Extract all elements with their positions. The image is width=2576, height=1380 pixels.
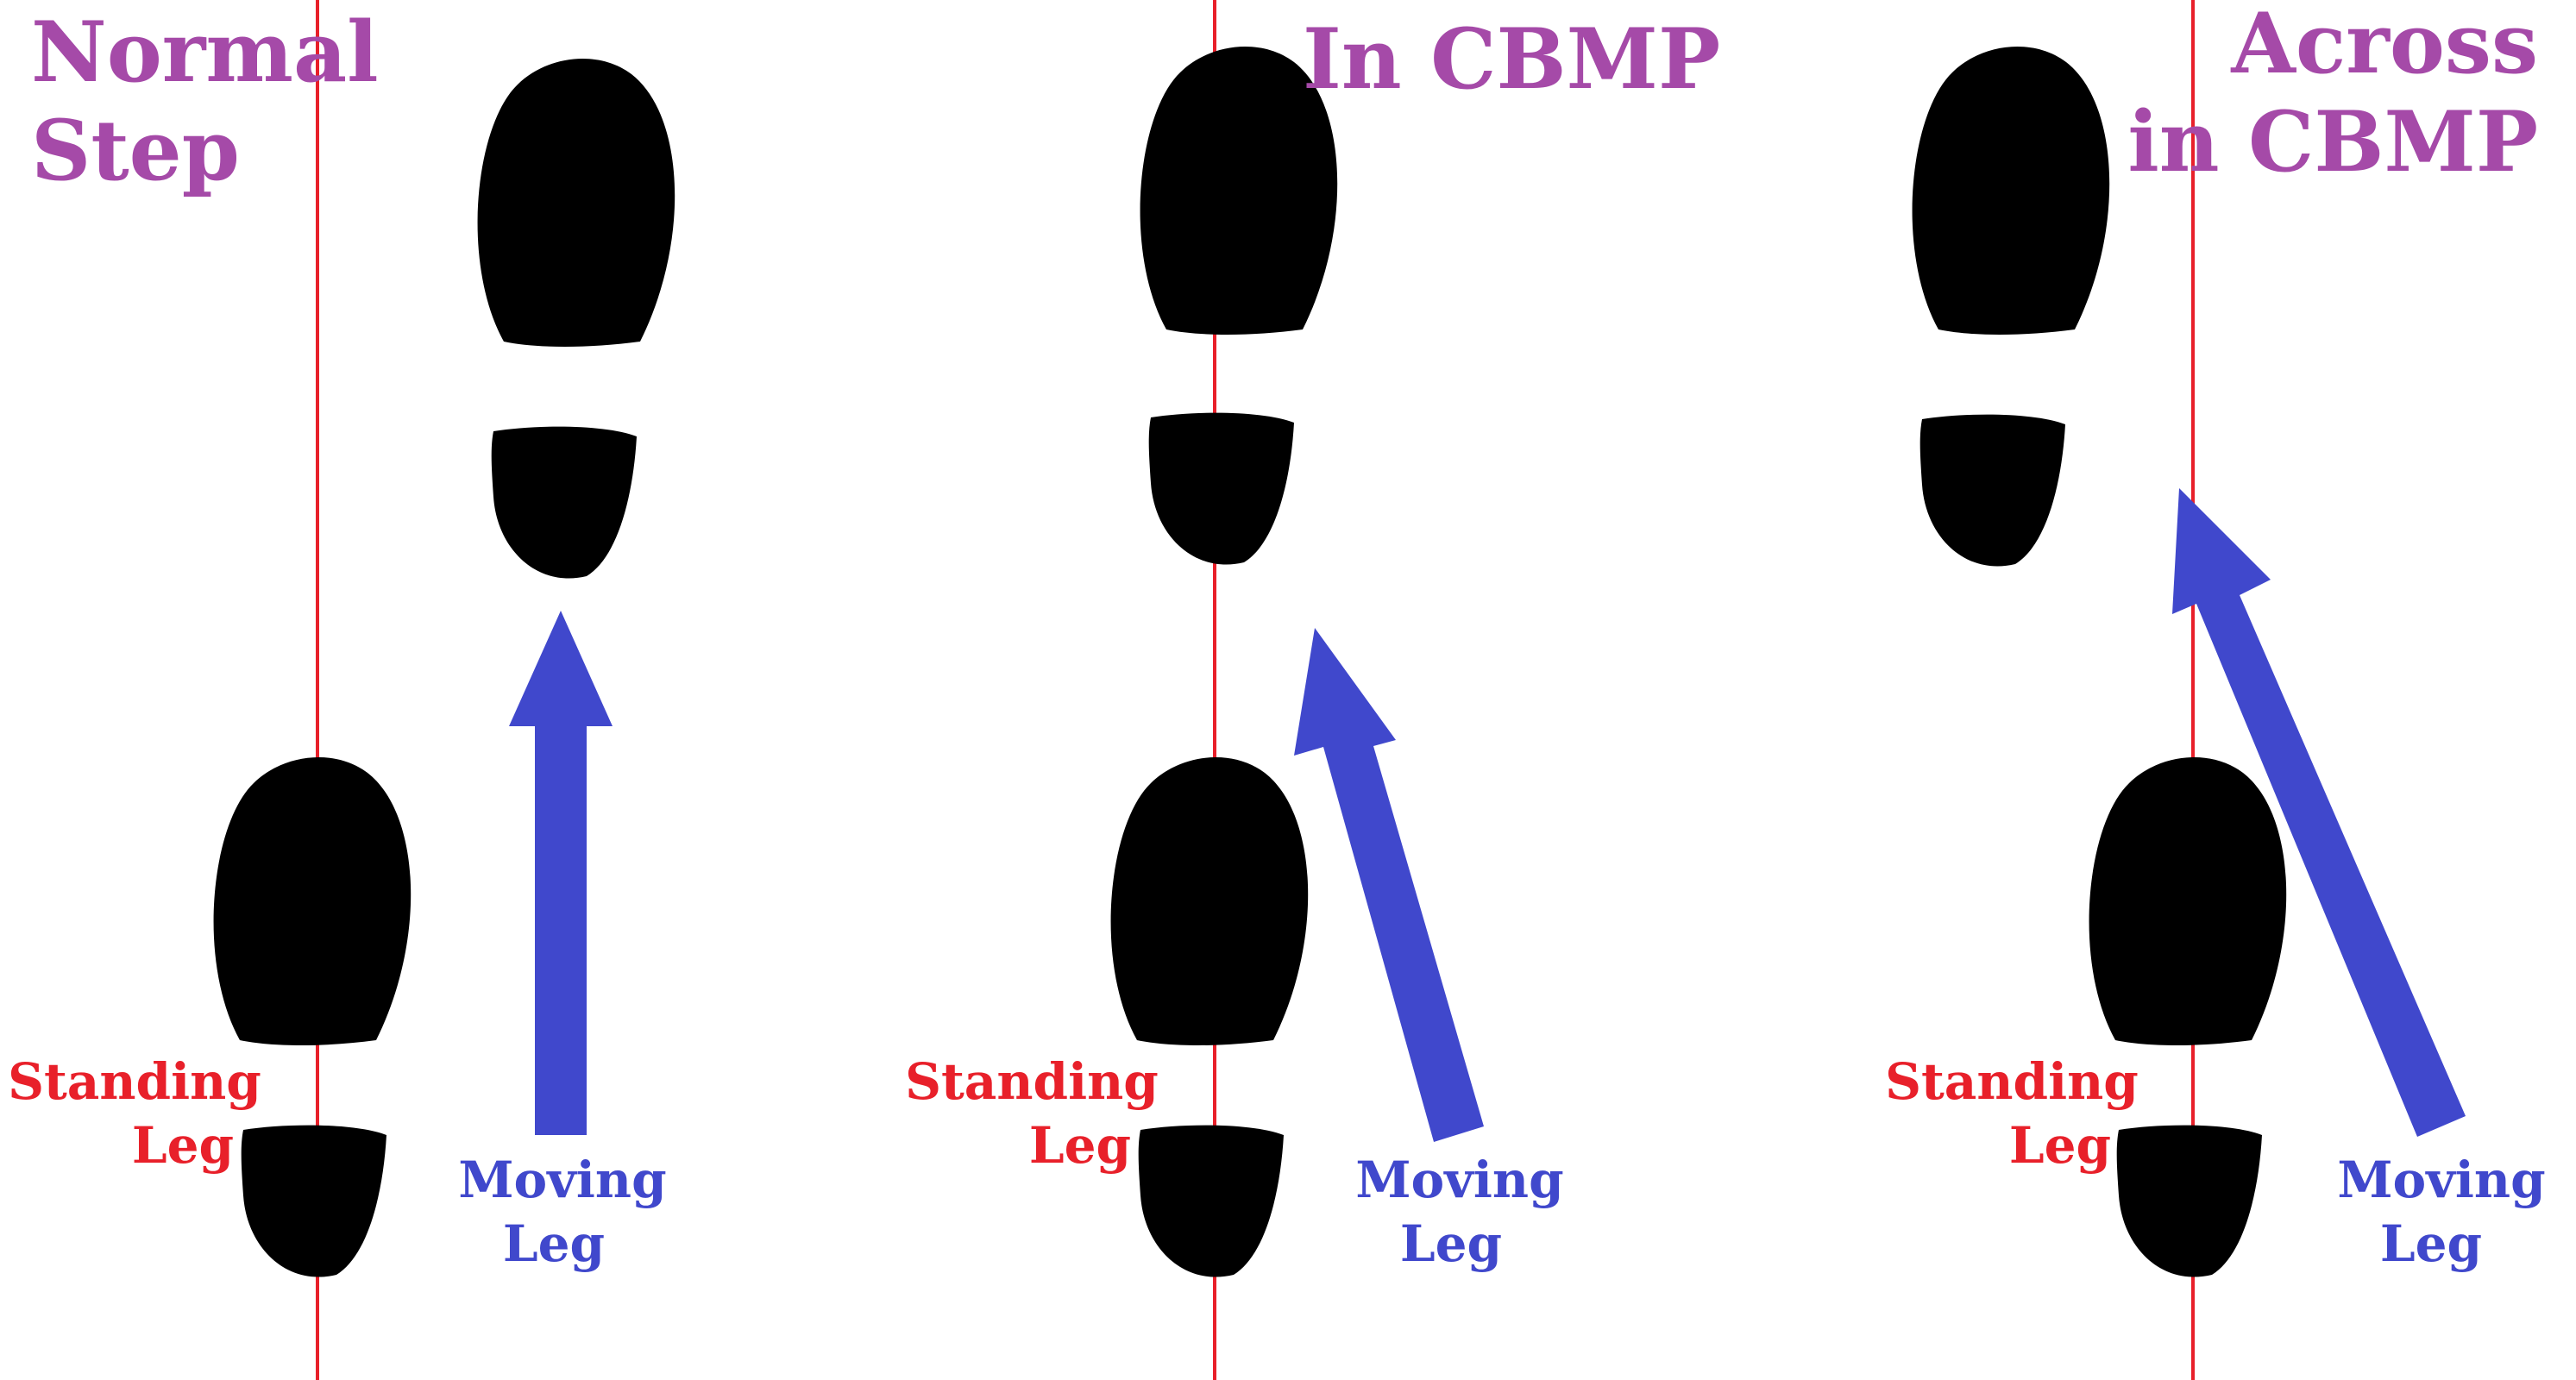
moving-foot-heel xyxy=(491,426,637,579)
moving-leg-label-line-2: Leg xyxy=(503,1214,605,1273)
panel-across-in-cbmp: Across in CBMP Standing Leg Moving Leg xyxy=(1885,0,2546,1380)
panel-in-cbmp: In CBMP Standing Leg Moving Leg xyxy=(905,0,1720,1380)
standing-foot-heel xyxy=(1138,1125,1284,1277)
panel-title-line-1: Across xyxy=(2230,0,2538,92)
movement-arrow xyxy=(1294,628,1484,1142)
moving-foot-heel xyxy=(1919,414,2065,567)
moving-foot-heel xyxy=(1148,412,1294,565)
moving-leg-label-line-1: Moving xyxy=(1355,1151,1563,1209)
moving-leg-label-line-1: Moving xyxy=(458,1151,666,1209)
panel-title-line-2: in CBMP xyxy=(2127,93,2538,191)
standing-leg-label-line-1: Standing xyxy=(905,1052,1159,1111)
panel-title-line-1: Normal xyxy=(31,3,379,101)
movement-arrow xyxy=(509,611,613,1135)
panel-title-line-2: Step xyxy=(31,102,240,199)
standing-leg-label-line-1: Standing xyxy=(1885,1052,2139,1111)
standing-foot-heel xyxy=(2116,1125,2262,1277)
standing-leg-label-line-1: Standing xyxy=(8,1052,261,1111)
standing-foot-heel xyxy=(241,1125,386,1277)
panel-title-line-1: In CBMP xyxy=(1303,10,1720,108)
standing-foot xyxy=(213,757,412,1045)
moving-foot xyxy=(1912,47,2110,336)
panel-normal-step: Normal Step Standing Leg Moving Leg xyxy=(8,0,675,1380)
standing-foot-sole xyxy=(1110,757,1309,1045)
standing-leg-label-line-2: Leg xyxy=(132,1116,234,1175)
moving-foot-sole xyxy=(1912,47,2110,336)
moving-leg-label-line-2: Leg xyxy=(2380,1214,2482,1273)
moving-foot xyxy=(477,59,675,348)
standing-foot xyxy=(2089,757,2287,1045)
movement-arrow xyxy=(2172,488,2466,1137)
moving-leg-label-line-2: Leg xyxy=(1400,1214,1502,1273)
standing-foot-sole xyxy=(2089,757,2287,1045)
moving-foot-sole xyxy=(477,59,675,348)
standing-foot xyxy=(1110,757,1309,1045)
standing-foot-sole xyxy=(213,757,412,1045)
standing-leg-label-line-2: Leg xyxy=(2009,1116,2111,1175)
standing-leg-label-line-2: Leg xyxy=(1029,1116,1131,1175)
moving-leg-label-line-1: Moving xyxy=(2337,1151,2545,1209)
